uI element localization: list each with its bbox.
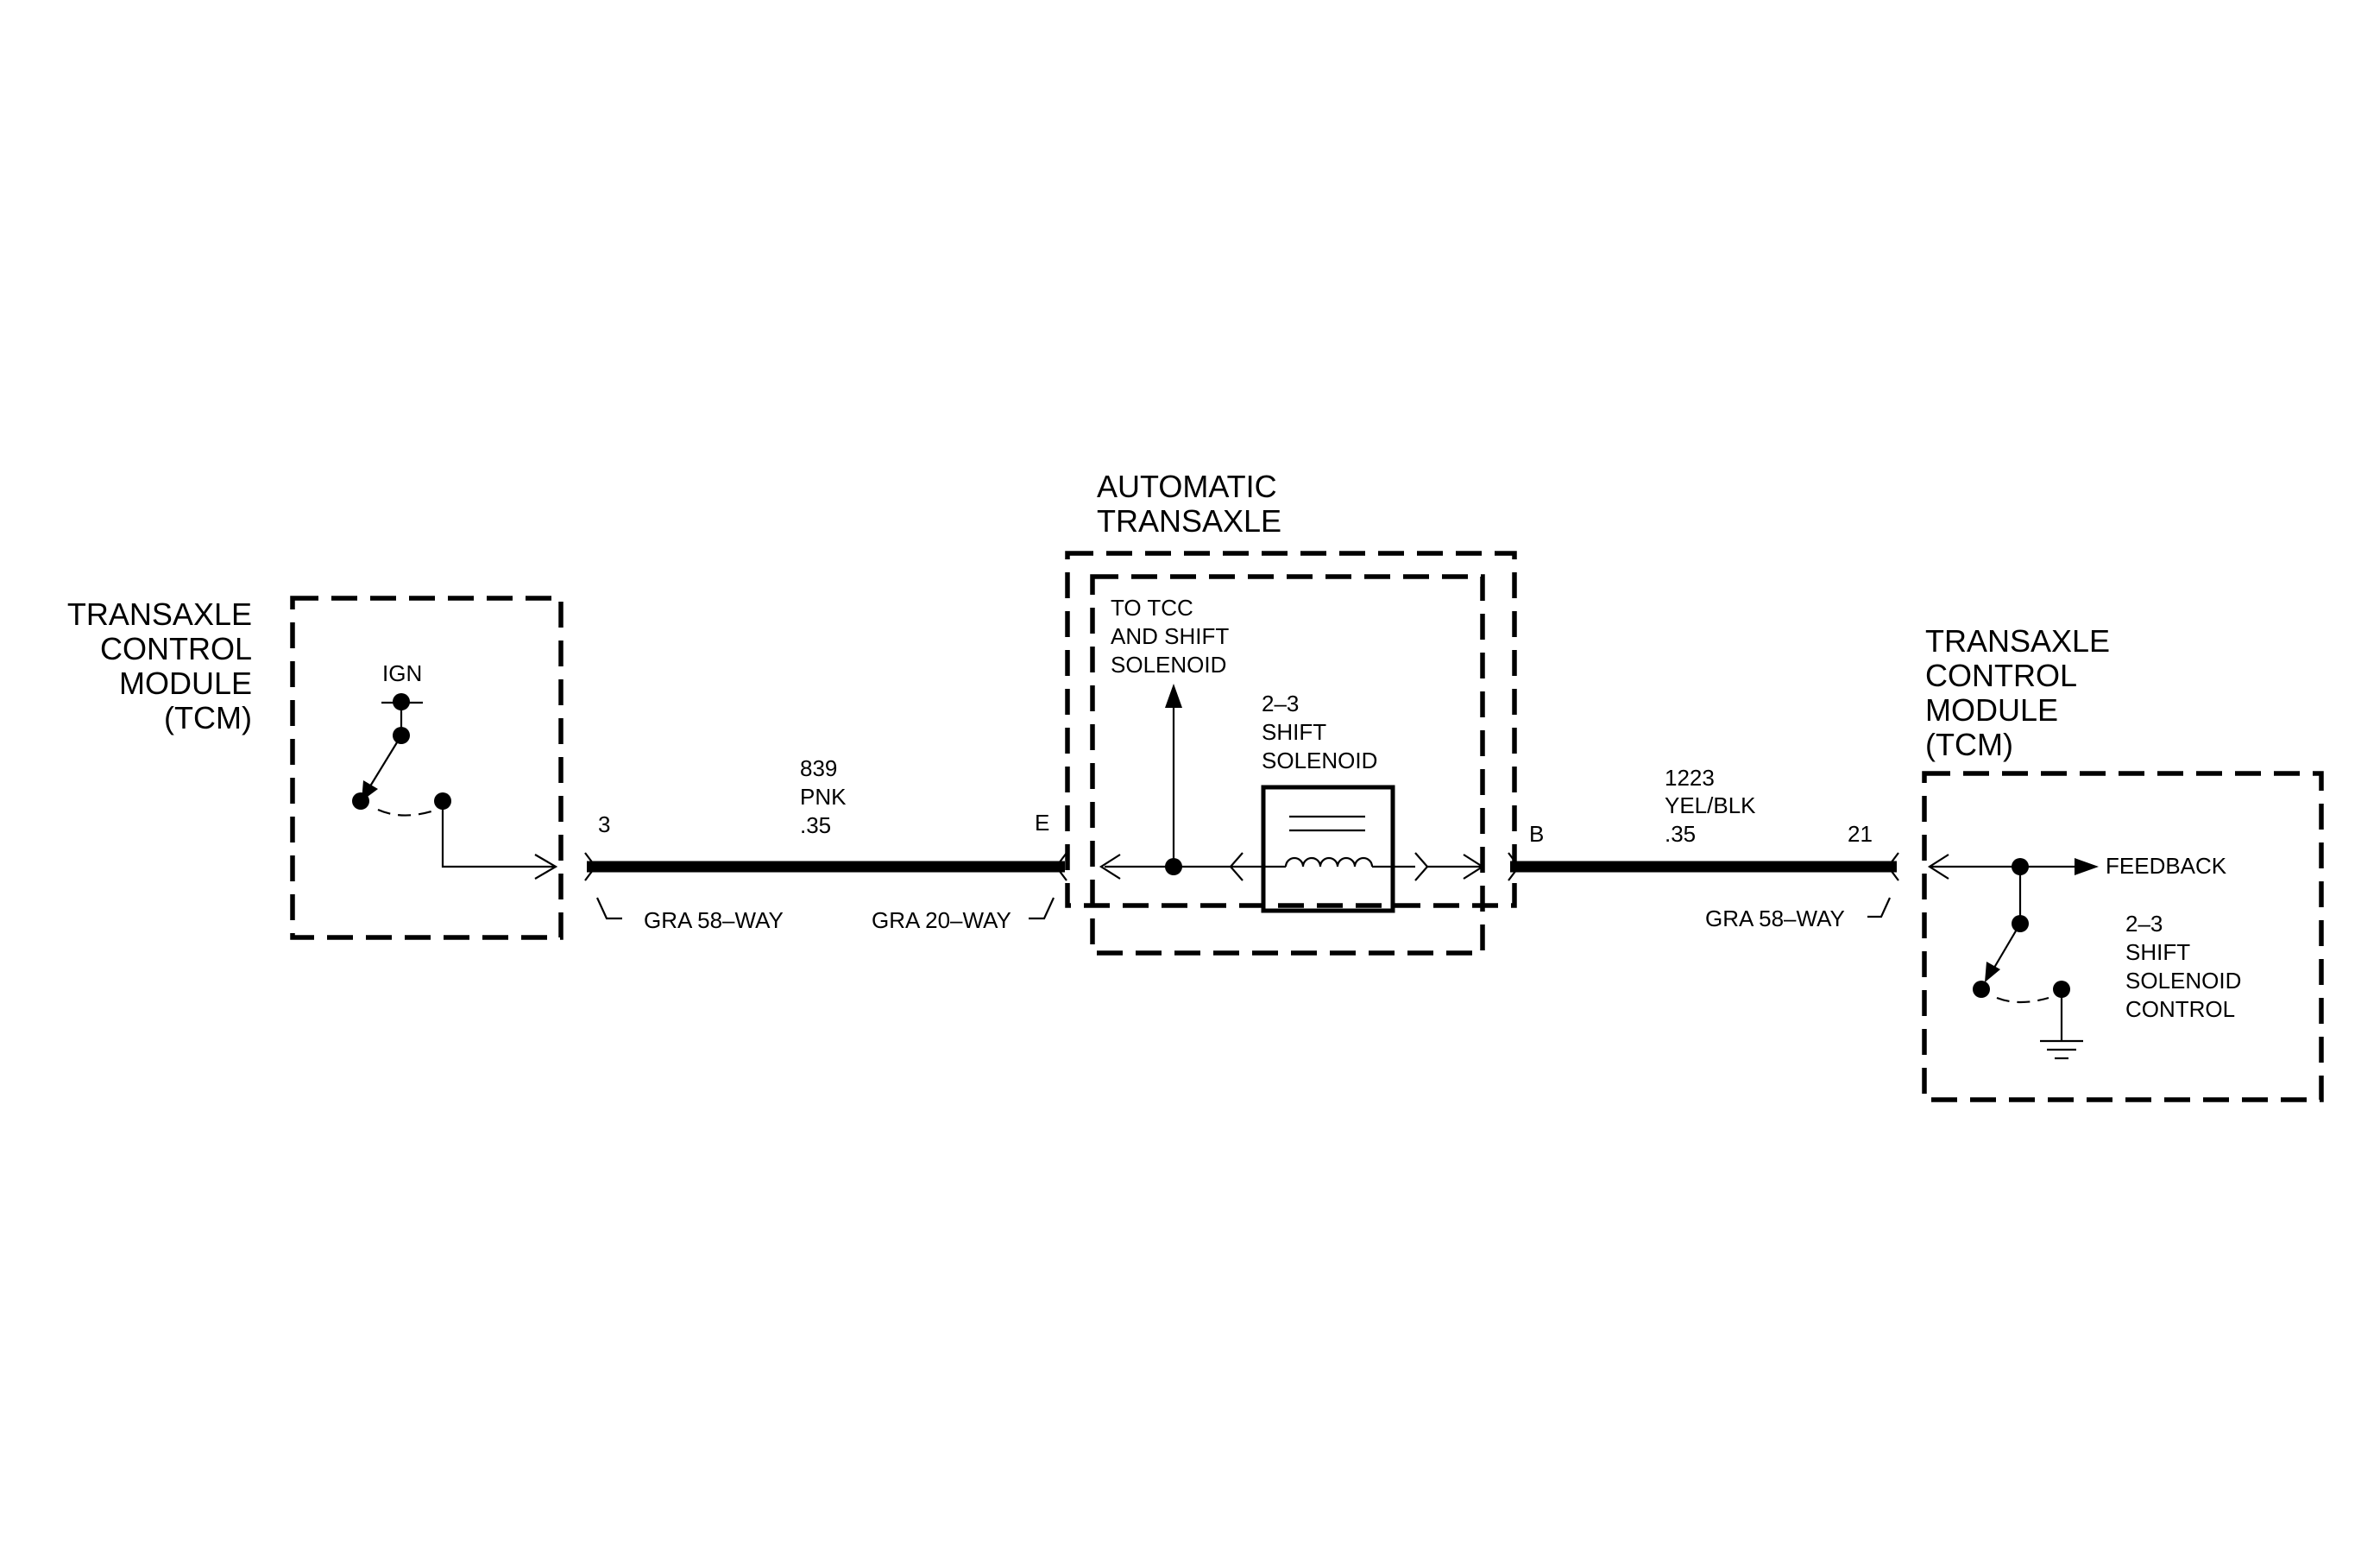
wire-1223-circuit: 1223	[1665, 765, 1715, 791]
transaxle-connector-bracket	[1029, 897, 1055, 920]
wire-839-circuit: 839	[800, 755, 837, 781]
switch-dashed-arc	[377, 808, 432, 817]
to-tcc-arrowhead	[1165, 684, 1182, 708]
right-tcm-title-line-1: TRANSAXLE	[1925, 623, 2110, 659]
feedback-arrowhead	[2075, 858, 2099, 875]
left-connector-label: GRA 58–WAY	[644, 907, 784, 933]
transaxle-title-line-2: TRANSAXLE	[1097, 503, 1281, 539]
transaxle-output-arrow	[1463, 854, 1485, 880]
right-tcm-boundary	[1922, 771, 2324, 1102]
left-tcm-title-line-4: (TCM)	[164, 700, 252, 735]
wire-1223-gauge: .35	[1665, 821, 1696, 847]
control-switch-blade	[1991, 923, 2021, 973]
left-tcm-title-line-3: MODULE	[119, 666, 252, 701]
switch-blade	[368, 735, 402, 790]
to-tcc-line-2: AND SHIFT	[1111, 623, 1229, 649]
right-tcm-title-line-4: (TCM)	[1925, 727, 2013, 762]
right-pin-label: 21	[1848, 821, 1873, 847]
ign-label: IGN	[382, 660, 422, 686]
solenoid-input-terminal	[1229, 852, 1244, 881]
control-label-line-4: CONTROL	[2125, 996, 2235, 1022]
to-tcc-line-3: SOLENOID	[1111, 652, 1226, 678]
solenoid-label-line-1: 2–3	[1262, 691, 1299, 716]
wire-839-color: PNK	[800, 784, 847, 810]
wire-839-left-terminal	[584, 852, 597, 881]
right-connector-bracket	[1867, 897, 1892, 918]
right-tcm: TRANSAXLE CONTROL MODULE (TCM) 21 GRA 58…	[1705, 623, 2324, 1102]
right-tcm-title-line-3: MODULE	[1925, 692, 2058, 728]
transaxle-connector-label: GRA 20–WAY	[872, 907, 1011, 933]
wire-1223-left-terminal	[1508, 852, 1521, 881]
solenoid-body	[1261, 785, 1395, 913]
tcm-output-arrow	[534, 854, 558, 880]
transaxle-outer-boundary	[1065, 551, 1517, 908]
switch-contact-node-left	[352, 792, 369, 810]
solenoid-label-line-3: SOLENOID	[1262, 748, 1377, 773]
transaxle-pin-b: B	[1529, 821, 1544, 847]
transaxle-inner-boundary	[1090, 574, 1485, 956]
control-switch-dashed-arc	[1996, 996, 2049, 1004]
tcm-input-arrow	[1927, 854, 1949, 880]
control-label-line-1: 2–3	[2125, 911, 2163, 937]
left-tcm-title-line-1: TRANSAXLE	[67, 596, 252, 632]
transaxle-input-arrow	[1099, 854, 1121, 880]
feedback-label: FEEDBACK	[2106, 853, 2227, 879]
left-tcm-title-line-2: CONTROL	[100, 631, 252, 666]
right-connector-label: GRA 58–WAY	[1705, 906, 1845, 931]
left-tcm: TRANSAXLE CONTROL MODULE (TCM) IGN 3 GRA…	[67, 596, 784, 940]
solenoid-output-terminal	[1414, 852, 1429, 881]
control-switch-arrow	[1985, 962, 2000, 982]
transaxle-pin-e: E	[1035, 810, 1049, 836]
left-tcm-boundary	[290, 596, 564, 940]
to-tcc-line-1: TO TCC	[1111, 595, 1193, 621]
control-label-line-3: SOLENOID	[2125, 968, 2241, 994]
wire-1223-color: YEL/BLK	[1665, 792, 1756, 818]
control-label-line-2: SHIFT	[2125, 939, 2190, 965]
transaxle-title-line-1: AUTOMATIC	[1097, 469, 1277, 504]
wire-1223-right-terminal	[1886, 852, 1899, 881]
left-pin-label: 3	[598, 811, 610, 837]
solenoid-label-line-2: SHIFT	[1262, 719, 1326, 745]
wire-839: 839 PNK .35	[584, 755, 1067, 881]
right-tcm-title-line-2: CONTROL	[1925, 658, 2077, 693]
solenoid-coil	[1284, 856, 1374, 868]
automatic-transaxle: AUTOMATIC TRANSAXLE E GRA 20–WAY TO TCC …	[872, 469, 1544, 956]
wire-839-gauge: .35	[800, 812, 831, 838]
left-connector-bracket	[596, 897, 622, 920]
tcm-output-line	[441, 801, 556, 868]
wire-839-right-terminal	[1055, 852, 1067, 881]
wire-1223: 1223 YEL/BLK .35	[1508, 765, 1899, 881]
control-switch-contact-left	[1973, 981, 1990, 998]
